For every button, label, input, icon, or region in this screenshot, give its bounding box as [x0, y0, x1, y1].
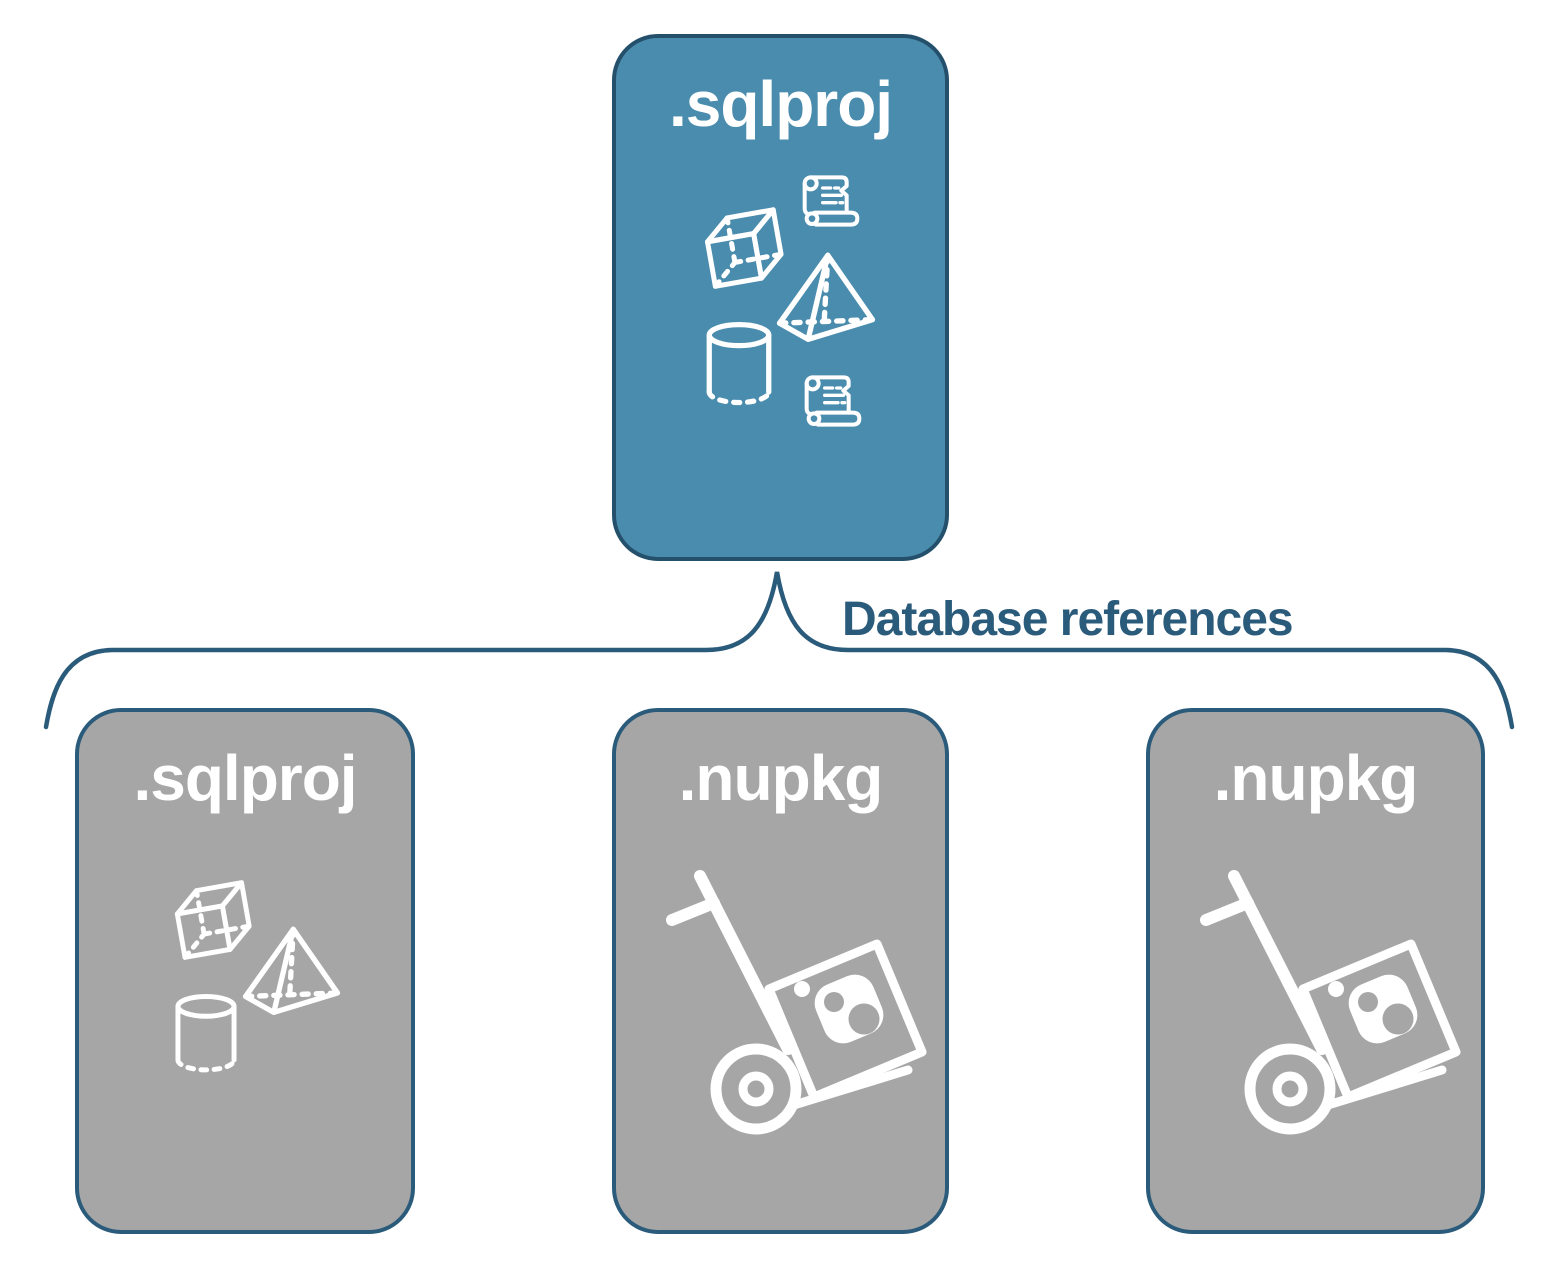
box-title: .sqlproj — [668, 68, 893, 140]
database-cylinder-icon — [173, 994, 239, 1073]
nuget-dolly-icon — [1150, 712, 1487, 1238]
box-title: .sqlproj — [133, 742, 357, 814]
cube-icon — [699, 204, 786, 291]
box-title: .nupkg — [1213, 742, 1419, 814]
pyramid-icon — [242, 924, 341, 1016]
database-cylinder-icon — [704, 322, 774, 406]
box-sqlproj-child: .sqlproj — [75, 708, 415, 1234]
sql-script-icon — [800, 170, 864, 231]
box-nupkg-1: .nupkg — [612, 708, 949, 1234]
sql-script-icon — [802, 370, 866, 431]
pyramid-icon — [776, 250, 876, 343]
box-nupkg-2: .nupkg — [1146, 708, 1485, 1234]
box-sqlproj-main: .sqlproj — [612, 34, 949, 561]
box-title: .nupkg — [678, 742, 884, 814]
connector-label: Database references — [842, 593, 1294, 646]
cube-icon — [169, 877, 254, 962]
nuget-dolly-icon — [616, 712, 953, 1238]
